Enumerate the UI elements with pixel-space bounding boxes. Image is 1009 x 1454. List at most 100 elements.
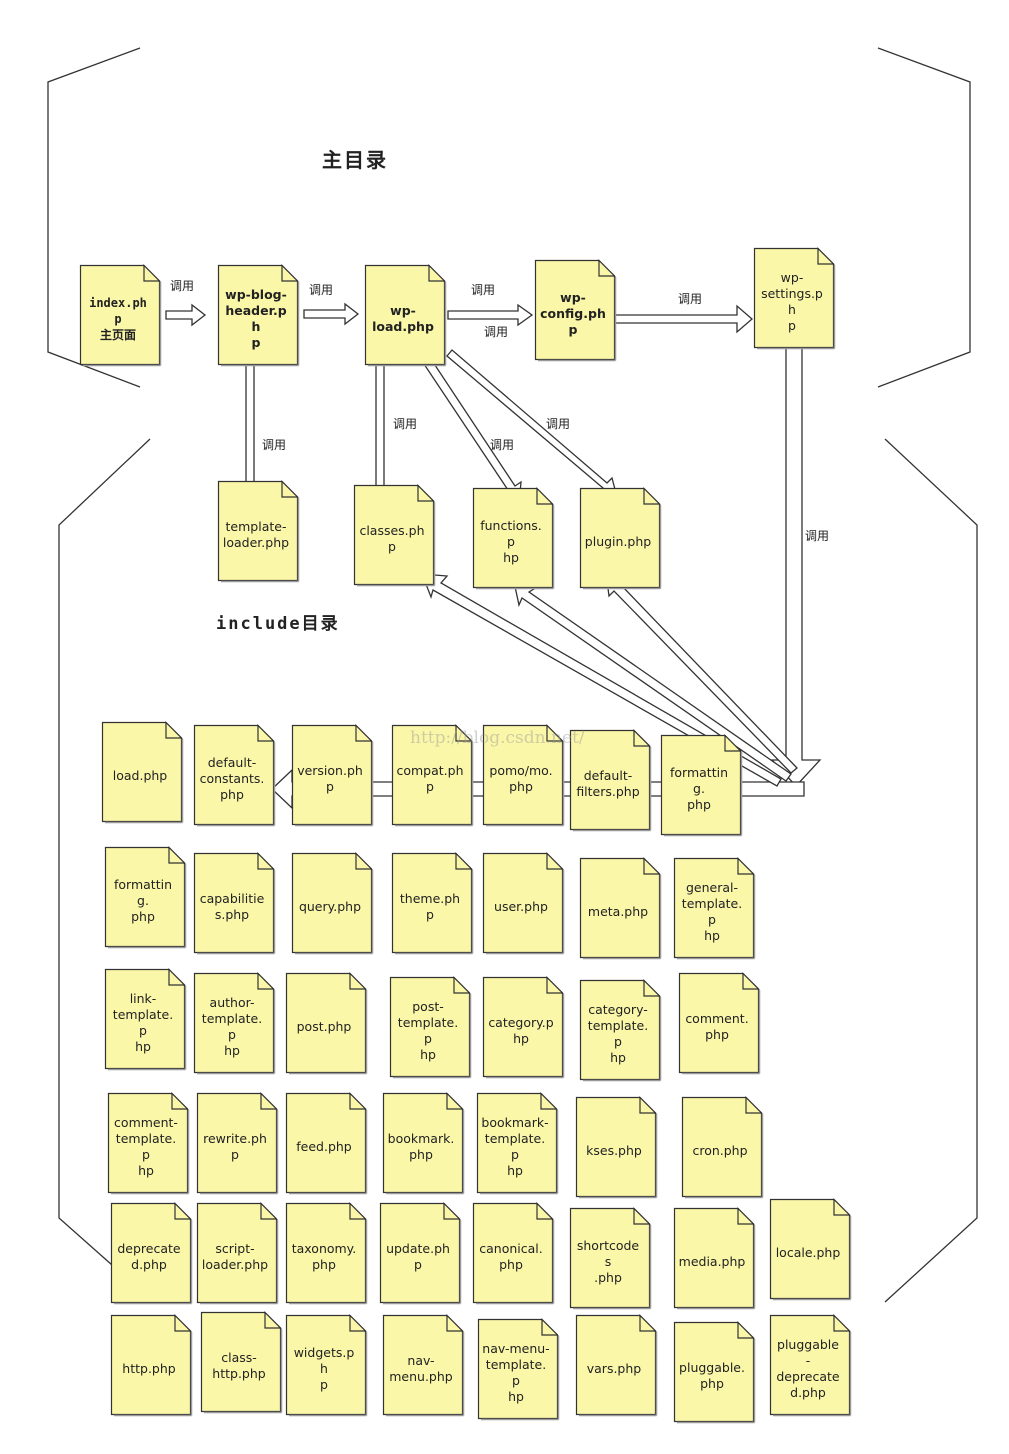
file-wp-load: wp- load.php	[364, 264, 447, 367]
file-load: load.php	[101, 721, 184, 824]
file-label: deprecate d.php	[117, 1241, 181, 1272]
file-user: user.php	[482, 852, 565, 955]
file-label: classes.ph p	[359, 523, 425, 554]
arrow-blog-header-to-load	[303, 302, 360, 326]
file-label: index.ph p 主页面	[89, 296, 147, 342]
arrow-settings-down	[770, 345, 822, 787]
file-icon	[575, 1096, 658, 1199]
arrow-config-to-settings	[614, 304, 753, 334]
file-capabilities: capabilitie s.php	[193, 852, 276, 955]
file-wp-settings: wp- settings.ph p	[753, 247, 836, 350]
file-icon	[291, 852, 374, 955]
file-label: author- template.p hp	[201, 995, 263, 1058]
call-label-settings-include: 调用	[805, 529, 830, 543]
file-vars: vars.php	[575, 1314, 658, 1417]
file-label: cron.php	[692, 1143, 748, 1158]
include-dir-bracket-right	[884, 438, 978, 1303]
file-icon	[107, 1092, 190, 1195]
file-canonical: canonical. php	[472, 1202, 555, 1305]
file-icon	[193, 724, 276, 827]
file-label: functions.p hp	[480, 518, 542, 565]
file-label: http.php	[122, 1361, 176, 1376]
file-icon	[379, 1202, 462, 1305]
file-compat: compat.ph p	[391, 724, 474, 827]
file-label: kses.php	[586, 1143, 642, 1158]
call-label-blog-header-load: 调用	[309, 283, 334, 297]
file-default-constants: default- constants. php	[193, 724, 276, 827]
call-label-index-blog-header: 调用	[170, 279, 195, 293]
file-icon	[196, 1202, 279, 1305]
file-label: class- http.php	[212, 1350, 266, 1381]
file-icon	[579, 487, 662, 590]
file-label: nav- menu.php	[389, 1353, 453, 1384]
call-label-config-settings: 调用	[678, 292, 703, 306]
file-template-loader: template- loader.php	[217, 480, 300, 583]
file-label: update.ph p	[386, 1241, 450, 1272]
file-icon	[482, 976, 565, 1079]
file-label: default- filters.php	[576, 768, 640, 799]
file-label: user.php	[494, 899, 548, 914]
file-icon	[482, 852, 565, 955]
file-kses: kses.php	[575, 1096, 658, 1199]
file-icon	[575, 1314, 658, 1417]
call-label-load-config: 调用	[471, 283, 496, 297]
file-icon	[285, 1202, 368, 1305]
file-label: link- template.p hp	[112, 991, 174, 1054]
file-icon	[534, 259, 617, 362]
file-icon	[364, 264, 447, 367]
call-label-classes: 调用	[393, 417, 418, 431]
file-deprecated: deprecate d.php	[110, 1202, 193, 1305]
file-index: index.ph p 主页面	[79, 264, 162, 367]
file-icon	[476, 1092, 559, 1195]
main-dir-bracket-right	[877, 47, 971, 388]
file-label: wp- load.php	[372, 303, 434, 334]
file-icon	[104, 968, 187, 1071]
file-plugin: plugin.php	[579, 487, 662, 590]
file-label: category.p hp	[488, 1015, 554, 1046]
file-label: formatting. php	[669, 765, 728, 812]
file-icon	[79, 264, 162, 367]
file-icon	[104, 846, 187, 949]
file-label: compat.ph p	[396, 763, 464, 794]
main-dir-title: 主目录	[322, 148, 388, 172]
file-icon	[217, 264, 300, 367]
file-icon	[382, 1092, 465, 1195]
file-label: shortcodes .php	[576, 1238, 640, 1285]
file-icon	[389, 976, 472, 1079]
file-icon	[472, 487, 555, 590]
file-icon	[382, 1314, 465, 1417]
file-icon	[673, 1207, 756, 1310]
file-label: post- template.p hp	[397, 999, 459, 1062]
file-label: theme.php	[399, 891, 461, 922]
file-nav-menu: nav- menu.php	[382, 1314, 465, 1417]
file-taxonomy: taxonomy. php	[285, 1202, 368, 1305]
file-icon	[569, 1207, 652, 1310]
file-icon	[579, 857, 662, 960]
file-pluggable: pluggable. php	[673, 1321, 756, 1424]
file-general-template: general- template.p hp	[673, 857, 756, 960]
file-label: canonical. php	[479, 1241, 543, 1272]
file-feed: feed.php	[285, 1092, 368, 1195]
file-icon	[217, 480, 300, 583]
file-icon	[477, 1318, 560, 1421]
file-label: wp- settings.ph p	[761, 270, 823, 333]
file-nav-menu-template: nav-menu- template.p hp	[477, 1318, 560, 1421]
file-functions: functions.p hp	[472, 487, 555, 590]
file-rewrite: rewrite.ph p	[196, 1092, 279, 1195]
file-label: comment. php	[685, 1011, 749, 1042]
file-icon	[291, 724, 374, 827]
file-label: plugin.php	[584, 534, 652, 549]
call-label-plugin: 调用	[546, 417, 571, 431]
file-icon	[681, 1096, 764, 1199]
file-icon	[196, 1092, 279, 1195]
file-default-filters: default- filters.php	[569, 729, 652, 832]
file-label: bookmark. php	[387, 1131, 455, 1162]
file-wp-config: wp- config.ph p	[534, 259, 617, 362]
file-label: script- loader.php	[201, 1241, 269, 1272]
file-icon	[753, 247, 836, 350]
file-icon	[673, 857, 756, 960]
file-icon	[101, 721, 184, 824]
include-dir-title: include目录	[216, 614, 340, 634]
file-label: formatting. php	[113, 877, 172, 924]
file-icon	[285, 1314, 368, 1417]
